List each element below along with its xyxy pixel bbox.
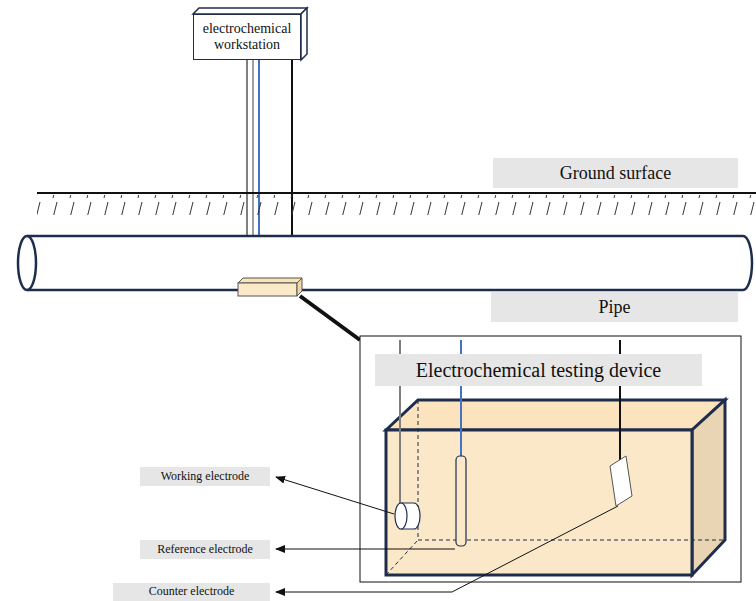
node-text: electrochemical workstation — [198, 21, 296, 53]
workstation-box — [193, 8, 307, 60]
device-on-pipe — [238, 278, 360, 340]
ground-label: Ground surface — [493, 158, 738, 188]
node-text: Counter electrode — [149, 585, 235, 599]
node-text: Electrochemical testing device — [416, 359, 661, 382]
electrode-label: Working electrode — [140, 467, 270, 486]
pipe — [18, 236, 752, 290]
leader-arrows — [276, 477, 618, 592]
electrode-label: Reference electrode — [140, 540, 270, 559]
ground — [37, 193, 756, 215]
inset-frame — [360, 336, 741, 582]
device-title: Electrochemical testing device — [375, 354, 702, 386]
node-text: Ground surface — [560, 163, 671, 184]
node-text: Pipe — [598, 297, 630, 318]
electrode-label: Counter electrode — [113, 583, 270, 601]
node-text: Reference electrode — [157, 543, 253, 557]
workstation-box: electrochemical workstation — [193, 14, 301, 60]
pipe-label: Pipe — [491, 292, 738, 322]
node-text: Working electrode — [161, 470, 250, 484]
